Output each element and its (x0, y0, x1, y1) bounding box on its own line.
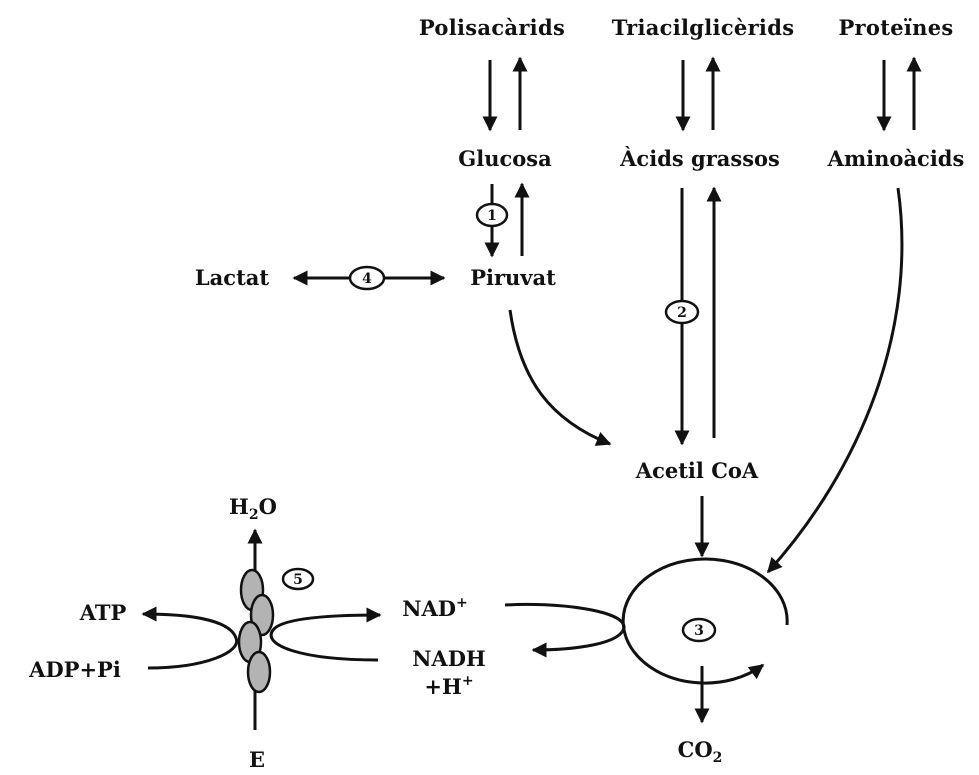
label-co2: CO2 (678, 737, 723, 766)
label-piruvat: Piruvat (470, 265, 556, 290)
label-atp: ATP (79, 600, 127, 625)
label-adp-pi: ADP+Pi (28, 657, 121, 682)
etc-complex-4 (246, 650, 272, 694)
step-1-marker (475, 202, 509, 228)
step-3-marker (681, 617, 717, 643)
label-h-plus: +H+ (424, 673, 473, 699)
arrow-krebs-to-nadh (504, 602, 626, 658)
arrow-adp-to-atp (141, 606, 239, 670)
label-h2o: H2O (229, 494, 277, 523)
step-2-marker (664, 299, 700, 325)
label-proteines: Proteïnes (838, 15, 953, 40)
arrow-nadh-to-nad (269, 607, 382, 662)
step-5-number: 5 (293, 572, 303, 588)
label-nadh: NADH (412, 646, 486, 671)
step-1-number: 1 (487, 208, 497, 224)
label-acetil-coa: Acetil CoA (635, 458, 759, 483)
step-4-number: 4 (362, 271, 372, 287)
arrow-aminoacids-to-krebs (766, 187, 904, 574)
label-acids-grassos: Àcids grassos (619, 146, 780, 171)
step-2-number: 2 (677, 305, 687, 321)
step-3-number: 3 (694, 623, 704, 639)
step-4-marker (348, 265, 386, 291)
step-5-marker (281, 567, 315, 591)
label-lactat: Lactat (195, 265, 269, 290)
arrow-piruvat-to-acetilcoa (508, 309, 612, 446)
label-e: E (249, 747, 265, 772)
label-polisacarids: Polisacàrids (419, 15, 565, 40)
label-nad: NAD+ (402, 595, 467, 621)
label-glucosa: Glucosa (458, 146, 552, 171)
label-triacilglicerids: Triacilglicèrids (612, 15, 795, 40)
label-aminoacids: Aminoàcids (827, 146, 965, 171)
krebs-cycle-circle (621, 557, 789, 685)
